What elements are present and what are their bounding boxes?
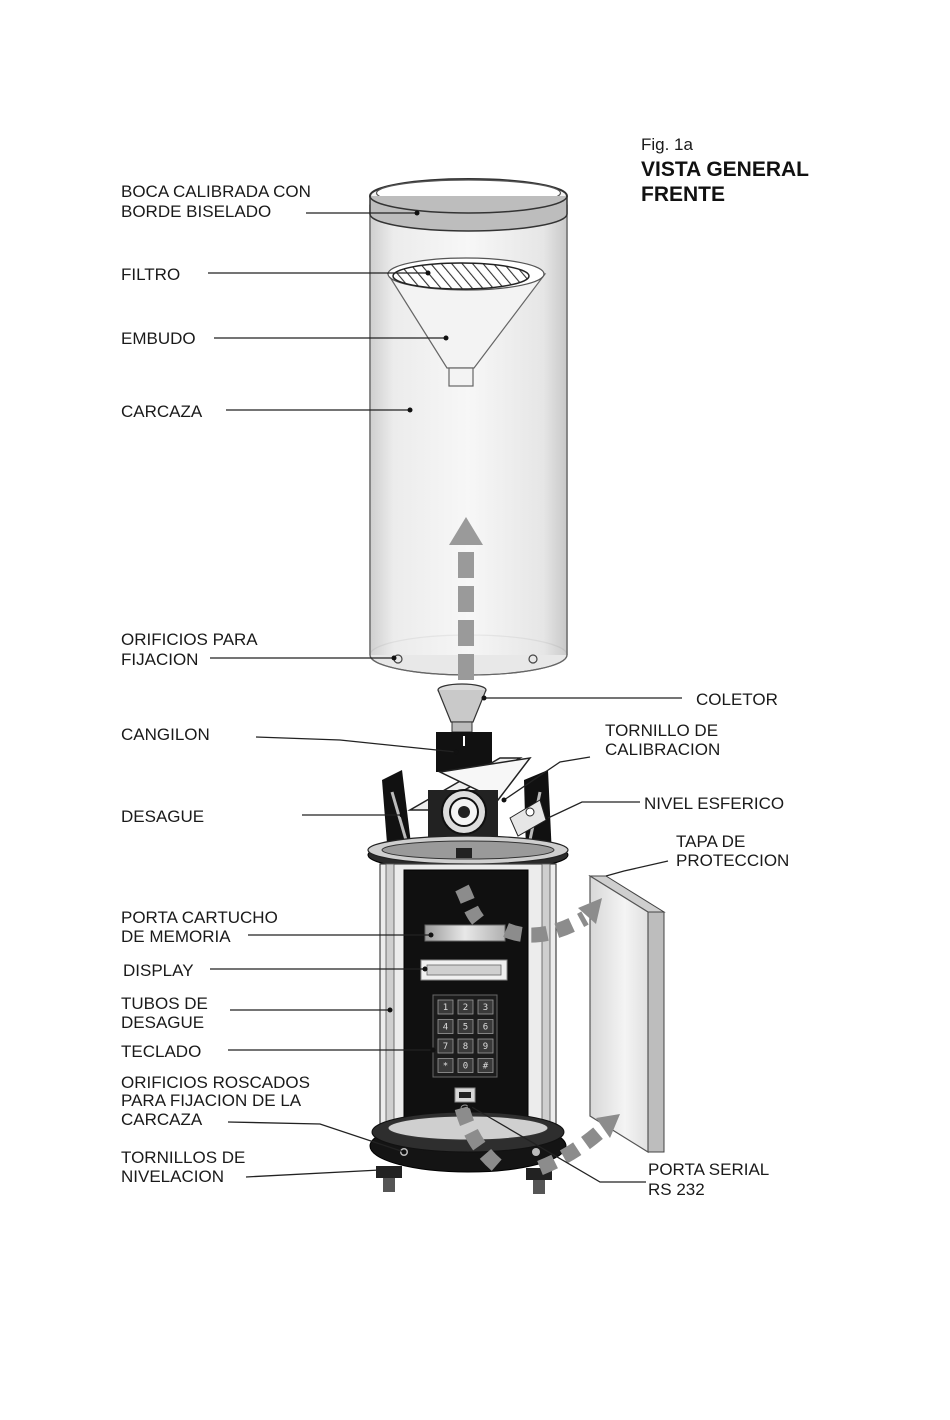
keypad-key-label: 0 bbox=[463, 1062, 468, 1072]
keypad-key-label: 8 bbox=[463, 1042, 468, 1052]
label-teclado: TECLADO bbox=[121, 1042, 201, 1061]
figure-subtitle: FRENTE bbox=[641, 183, 725, 206]
label-boca: BORDE BISELADO bbox=[121, 202, 271, 221]
label-carcaza: CARCAZA bbox=[121, 402, 203, 421]
label-orificios-roscados: CARCAZA bbox=[121, 1110, 203, 1129]
keypad-key bbox=[457, 1058, 474, 1073]
keypad-key bbox=[437, 999, 454, 1015]
label-tornillos-nivelacion: TORNILLOS DE bbox=[121, 1148, 245, 1167]
keypad-key-label: * bbox=[443, 1062, 448, 1072]
base bbox=[369, 1111, 567, 1194]
label-tubos: TUBOS DE bbox=[121, 994, 208, 1013]
leveling-screw bbox=[376, 1166, 402, 1192]
keypad-key bbox=[437, 1019, 454, 1034]
label-tornillos-nivelacion: NIVELACION bbox=[121, 1167, 224, 1186]
keypad-key-label: 7 bbox=[443, 1042, 448, 1052]
assembly-arrowheads bbox=[578, 898, 620, 1138]
keypad-key bbox=[437, 1058, 454, 1073]
keypad-key-label: 2 bbox=[463, 1003, 468, 1013]
threaded-hole bbox=[532, 1148, 540, 1156]
leader-lines bbox=[208, 212, 682, 1183]
keypad-key bbox=[457, 1019, 474, 1034]
label-orificios: FIJACION bbox=[121, 650, 198, 669]
leader-dots bbox=[387, 210, 507, 1155]
label-orificios-roscados: PARA FIJACION DE LA bbox=[121, 1091, 302, 1110]
drain-tube bbox=[541, 863, 551, 1133]
memory-cartridge-slot bbox=[424, 924, 506, 942]
label-display: DISPLAY bbox=[123, 961, 194, 980]
label-tubos: DESAGUE bbox=[121, 1013, 204, 1032]
keypad-key-label: # bbox=[483, 1062, 489, 1072]
keypad-key bbox=[477, 1058, 494, 1073]
label-coletor: COLETOR bbox=[696, 690, 778, 709]
keypad-key bbox=[457, 999, 474, 1015]
label-nivel-esferico: NIVEL ESFERICO bbox=[644, 794, 784, 813]
calibrated-rim bbox=[369, 178, 568, 232]
keypad-key bbox=[477, 999, 494, 1015]
fixing-hole bbox=[528, 654, 538, 664]
label-desague: DESAGUE bbox=[121, 807, 204, 826]
assembly-arrow-up bbox=[449, 517, 483, 680]
label-tapa: TAPA DE bbox=[676, 832, 745, 851]
label-tapa: PROTECCION bbox=[676, 851, 789, 870]
figure-number: Fig. 1a bbox=[641, 135, 694, 154]
drain-tube bbox=[385, 863, 395, 1133]
label-filtro: FILTRO bbox=[121, 265, 180, 284]
label-porta-serial: RS 232 bbox=[648, 1180, 705, 1199]
protection-cover bbox=[588, 874, 666, 1154]
label-embudo: EMBUDO bbox=[121, 329, 196, 348]
label-cangilon: CANGILON bbox=[121, 725, 210, 744]
keypad-key-label: 6 bbox=[483, 1023, 488, 1033]
keypad-key-label: 5 bbox=[463, 1023, 468, 1033]
keypad-key bbox=[477, 1019, 494, 1034]
label-porta-cartucho: DE MEMORIA bbox=[121, 927, 231, 946]
keypad-key-label: 3 bbox=[483, 1003, 488, 1013]
keypad-key bbox=[477, 1038, 494, 1054]
collector bbox=[437, 683, 487, 733]
label-tornillo-calibracion: TORNILLO DE bbox=[605, 721, 718, 740]
keypad-key bbox=[437, 1038, 454, 1054]
body-cylinder: 1 2 3 4 5 6 7 8 9 * 0 # bbox=[379, 863, 557, 1133]
label-porta-serial: PORTA SERIAL bbox=[648, 1160, 769, 1179]
keypad-keys: 1 2 3 4 5 6 7 8 9 * 0 # bbox=[437, 999, 494, 1073]
label-boca: BOCA CALIBRADA CON bbox=[121, 182, 311, 201]
filter bbox=[392, 262, 530, 290]
label-orificios: ORIFICIOS PARA bbox=[121, 630, 258, 649]
keypad-key-label: 9 bbox=[483, 1042, 488, 1052]
top-ring bbox=[367, 835, 569, 872]
assembly-arrows bbox=[454, 884, 610, 1175]
keypad-key-label: 4 bbox=[443, 1023, 448, 1033]
figure-title: VISTA GENERAL bbox=[641, 158, 809, 181]
label-orificios-roscados: ORIFICIOS ROSCADOS bbox=[121, 1073, 310, 1092]
keypad-key bbox=[457, 1038, 474, 1054]
label-tornillo-calibracion: CALIBRACION bbox=[605, 740, 720, 759]
keypad-key-label: 1 bbox=[443, 1003, 448, 1013]
label-porta-cartucho: PORTA CARTUCHO bbox=[121, 908, 278, 927]
